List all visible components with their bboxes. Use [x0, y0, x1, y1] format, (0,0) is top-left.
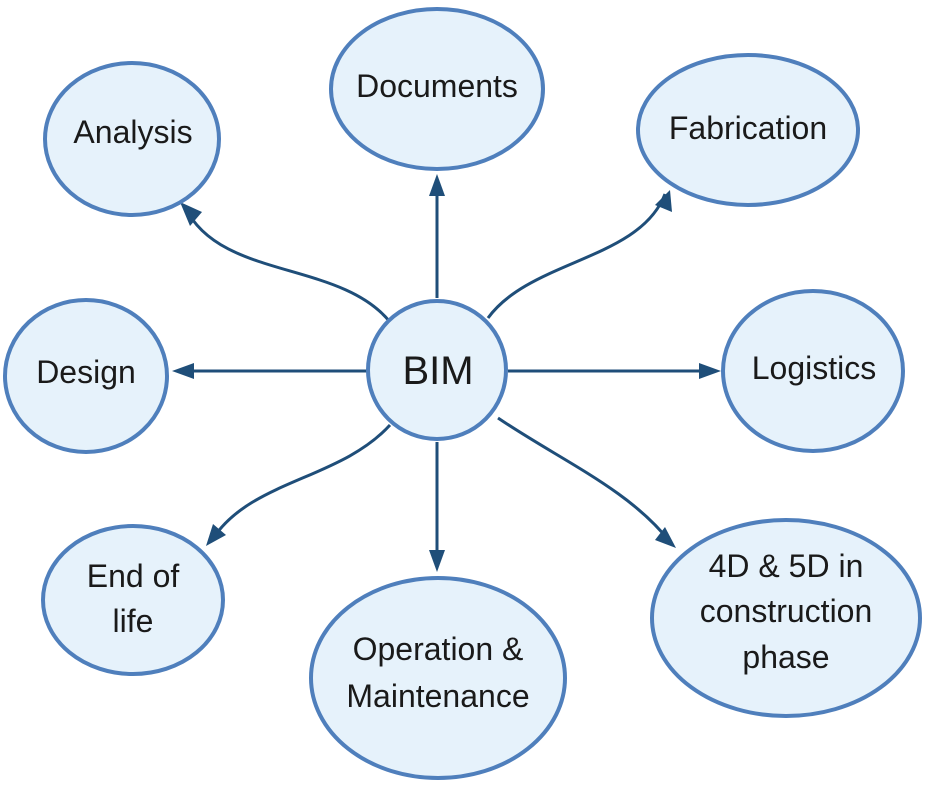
arrowhead-design [172, 363, 194, 379]
edge-bim-to-analysis [183, 206, 392, 323]
node-documents-label: Documents [356, 68, 518, 104]
node-logistics-label: Logistics [752, 350, 877, 386]
node-documents: Documents [329, 7, 545, 171]
edge-bim-to-fabrication [486, 193, 667, 319]
node-design-label: Design [36, 354, 136, 390]
node-fabrication: Fabrication [636, 53, 860, 207]
node-operation-maintenance-line-2: Maintenance [346, 678, 529, 714]
node-construction-phase-line-2: construction [700, 593, 873, 629]
node-fabrication-label: Fabrication [669, 110, 827, 146]
arrowhead-end-of-life [206, 524, 226, 546]
node-analysis: Analysis [43, 61, 221, 217]
arrowhead-logistics [699, 363, 721, 379]
arrowhead-operation-maintenance [429, 550, 445, 572]
node-design: Design [3, 298, 169, 454]
edges [172, 174, 721, 572]
node-construction-phase: 4D & 5D in construction phase [650, 518, 922, 718]
arrowhead-documents [429, 174, 445, 196]
arrowhead-construction-phase [655, 527, 676, 548]
node-bim-label: BIM [402, 349, 473, 393]
edge-bim-to-construction-phase [497, 416, 672, 543]
node-construction-phase-line-3: phase [742, 639, 829, 675]
node-operation-maintenance: Operation & Maintenance [309, 576, 567, 780]
node-bim-center: BIM [366, 299, 508, 441]
arrowhead-fabrication [655, 190, 672, 212]
node-logistics: Logistics [721, 289, 905, 453]
node-construction-phase-line-1: 4D & 5D in [709, 548, 864, 584]
node-end-of-life-line-2: life [113, 603, 154, 639]
edge-bim-to-end-of-life [210, 423, 392, 541]
node-end-of-life-line-1: End of [87, 558, 180, 594]
node-analysis-label: Analysis [73, 114, 192, 150]
arrowhead-analysis [180, 202, 202, 226]
node-operation-maintenance-line-1: Operation & [353, 631, 524, 667]
node-end-of-life: End of life [41, 524, 225, 676]
